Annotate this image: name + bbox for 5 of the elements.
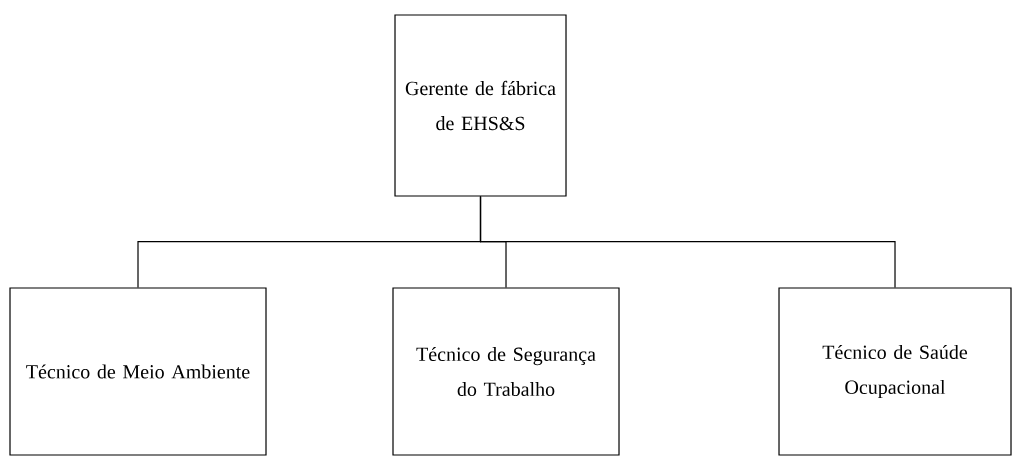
connector-line xyxy=(479,196,896,288)
org-box: Gerente de fábrica de EHS&S xyxy=(394,14,567,197)
org-box: Técnico de Meio Ambiente xyxy=(9,287,267,456)
org-box: Técnico de Segurança do Trabalho xyxy=(392,287,620,456)
org-box: Técnico de Saúde Ocupacional xyxy=(778,287,1012,456)
